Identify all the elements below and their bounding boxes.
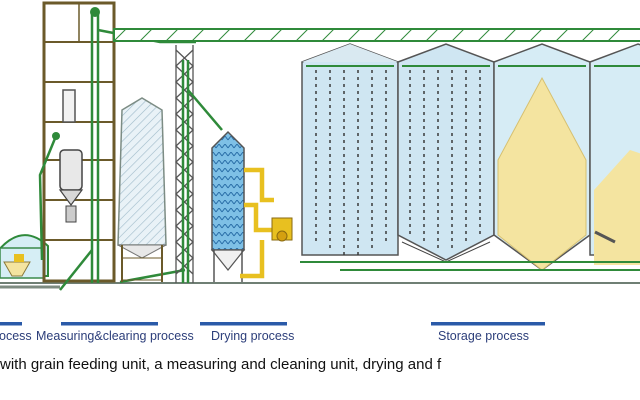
label-storage-process: Storage process <box>438 329 530 343</box>
label-feeding-process: ocess <box>0 329 32 343</box>
hot-air-pipes <box>240 167 274 279</box>
dryer <box>210 130 246 282</box>
process-bar-drying <box>200 322 287 326</box>
silo-3 <box>493 43 591 271</box>
label-drying-process: Drying process <box>211 329 295 343</box>
process-bar-measuring <box>61 322 158 326</box>
raw-grain-bin <box>117 97 167 282</box>
caption-text: with grain feeding unit, a measuring and… <box>0 356 442 373</box>
top-conveyor <box>113 28 640 42</box>
silo-1 <box>301 43 399 256</box>
label-measuring-process: Measuring&clearing process <box>36 329 194 343</box>
process-bar-feeding <box>0 322 22 326</box>
feeding-unit <box>0 234 60 289</box>
silo-4 <box>589 43 640 265</box>
elevator-tower <box>42 1 116 283</box>
tower-elevator <box>181 60 223 283</box>
truss-tower <box>175 45 194 283</box>
silo-2 <box>397 43 495 263</box>
cleaner-unit <box>52 89 84 223</box>
process-bar-storage <box>431 322 545 326</box>
bottom-conveyor <box>300 261 640 271</box>
elevator-legs <box>90 7 100 283</box>
